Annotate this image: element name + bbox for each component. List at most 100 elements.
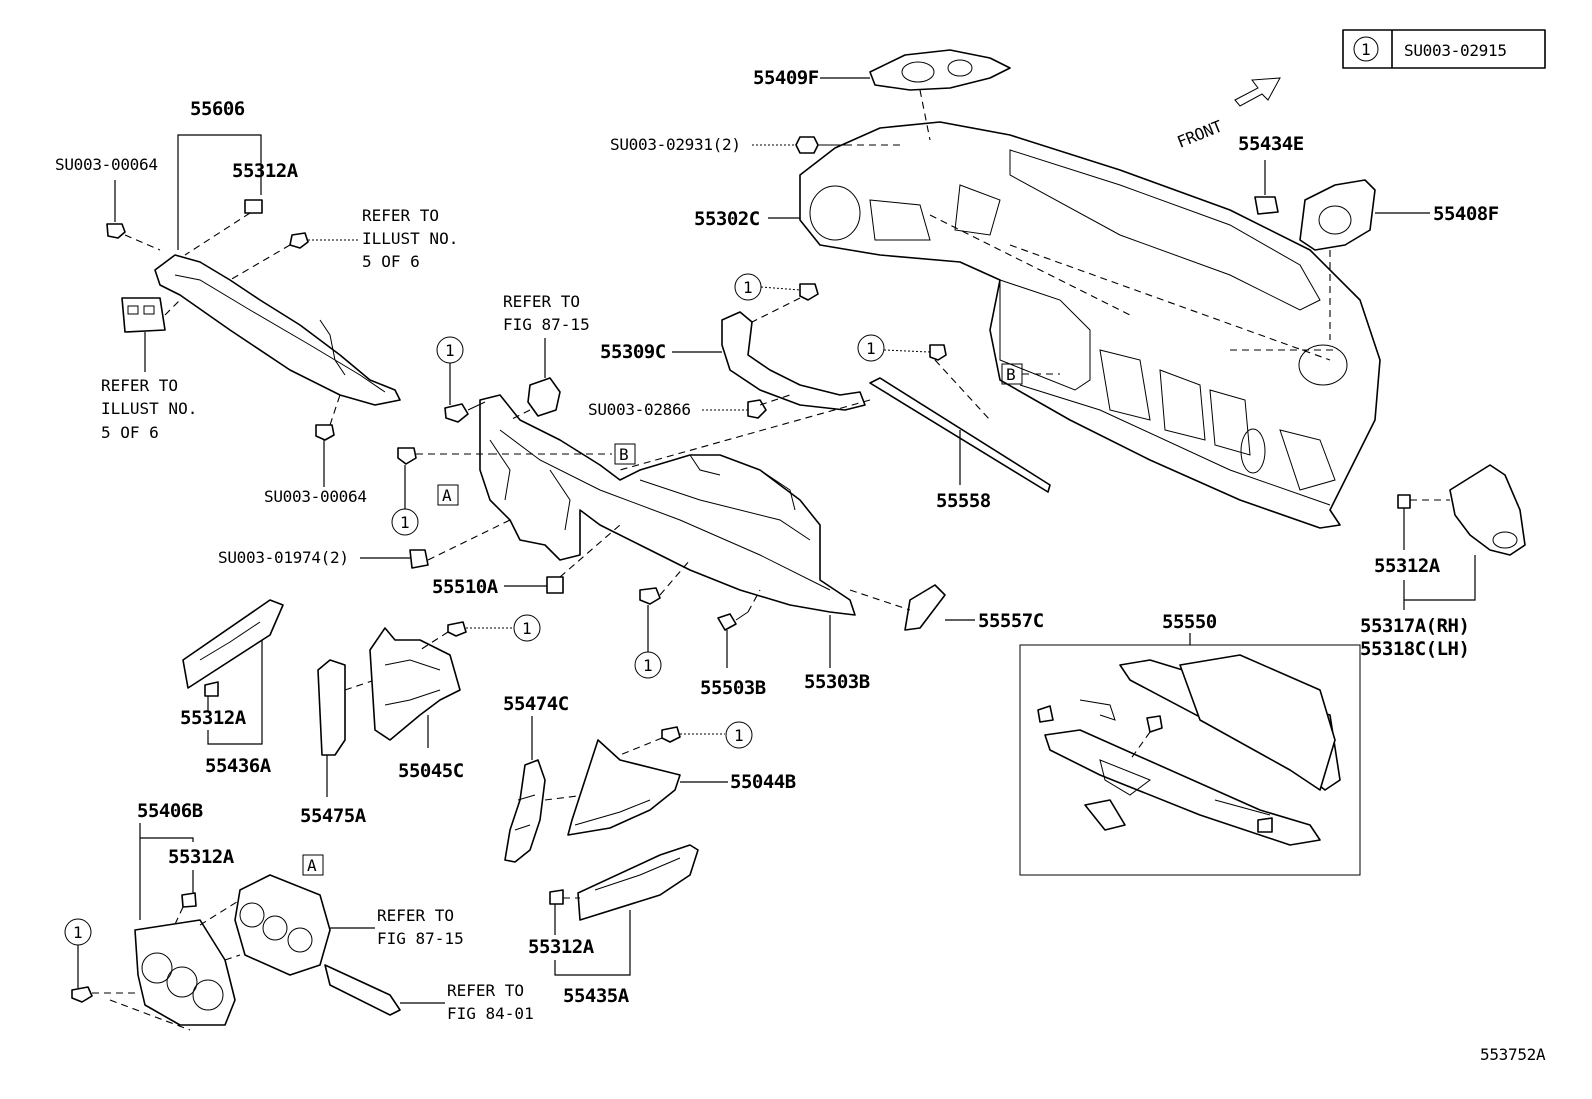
- part-55606: 55606 55312A SU003-00064 REFER TO ILLUST…: [55, 98, 458, 506]
- bolt-icon: [397, 447, 417, 465]
- label-su003-01974: SU003-01974(2): [218, 548, 349, 567]
- label-55302C: 55302C: [694, 208, 760, 230]
- refer-to-illust-left-2: ILLUST NO.: [101, 399, 197, 418]
- part-55409F: 55409F: [753, 49, 1011, 141]
- part-55510A: 55510A: [432, 524, 621, 598]
- refer-to-illust-left-1: REFER TO: [101, 376, 178, 395]
- circle-1-marker: 1: [391, 465, 419, 536]
- bolt-icon: [444, 403, 469, 423]
- circle-1-marker: 1: [513, 614, 541, 642]
- svg-text:1: 1: [445, 341, 454, 360]
- part-55503B: 55503B: [700, 589, 766, 699]
- refer-fig-84-01-1: REFER TO: [447, 981, 524, 1000]
- bolt-icon: [799, 283, 819, 301]
- svg-text:B: B: [619, 445, 628, 464]
- label-55475A: 55475A: [300, 805, 367, 827]
- svg-text:1: 1: [73, 923, 82, 942]
- label-55318C: 55318C(LH): [1360, 638, 1469, 660]
- refer-fig-87-15-bottom-1: REFER TO: [377, 906, 454, 925]
- label-55550: 55550: [1162, 611, 1217, 633]
- part-55044B: 55044B 1: [567, 721, 796, 836]
- label-55503B: 55503B: [700, 677, 766, 699]
- clip-icon: [244, 199, 263, 214]
- refer-fig-87-15-bottom-2: FIG 87-15: [377, 929, 464, 948]
- bolt-icon: [639, 587, 661, 605]
- circle-1-marker: 1: [436, 336, 464, 405]
- bolt-icon: [289, 232, 309, 249]
- bolt-icon: [315, 424, 335, 441]
- part-55557C: 55557C: [849, 584, 1044, 632]
- label-55317A: 55317A(RH): [1360, 615, 1469, 637]
- circle-1-marker: 1: [734, 273, 801, 301]
- label-55312A-bottom: 55312A: [528, 936, 595, 958]
- refer-to-illust-top-1: REFER TO: [362, 206, 439, 225]
- legend-code: SU003-02915: [1404, 41, 1507, 60]
- label-su003-02866: SU003-02866: [588, 400, 691, 419]
- box-A-marker: A: [302, 854, 324, 876]
- part-55303B: 55303B: [479, 394, 870, 693]
- circle-1-marker: 1: [857, 334, 931, 362]
- part-55435A: 55312A 55435A: [528, 844, 699, 1007]
- label-55434E: 55434E: [1238, 133, 1304, 155]
- svg-text:FIG 87-15: FIG 87-15: [503, 315, 590, 334]
- svg-text:1: 1: [522, 619, 531, 638]
- circle-1-marker: 1: [64, 918, 92, 988]
- bolt-su003-02931: SU003-02931(2): [610, 135, 900, 154]
- label-55406B: 55406B: [137, 800, 203, 822]
- bolt-icon: [929, 344, 947, 361]
- circle-1-marker: 1: [725, 721, 753, 749]
- label-su003-00064-top: SU003-00064: [55, 155, 158, 174]
- svg-text:B: B: [1006, 365, 1015, 384]
- label-55312A-rh: 55312A: [1374, 555, 1441, 577]
- bolt-icon: [447, 621, 467, 637]
- part-55309C: 55309C 1 SU003-02866: [588, 273, 866, 419]
- refer-to-illust-top-3: 5 OF 6: [362, 252, 420, 271]
- label-su003-00064-bottom: SU003-00064: [264, 487, 367, 506]
- label-55557C: 55557C: [978, 610, 1044, 632]
- front-label: FRONT: [1174, 116, 1225, 151]
- clip-icon: [409, 549, 429, 569]
- label-su003-02931: SU003-02931(2): [610, 135, 741, 154]
- part-55558: 1 55558: [619, 334, 1051, 512]
- label-55435A: 55435A: [563, 985, 630, 1007]
- part-55317A-55318C: 55312A 55317A(RH) 55318C(LH): [1360, 464, 1526, 660]
- svg-text:1: 1: [643, 656, 652, 675]
- refer-fig-87-15-top: REFER TO FIG 87-15: [503, 292, 590, 421]
- bolt-icon: [661, 726, 681, 743]
- box-B-marker: B: [614, 443, 636, 465]
- svg-text:1: 1: [866, 339, 875, 358]
- label-55408F: 55408F: [1433, 203, 1499, 225]
- svg-text:A: A: [307, 856, 317, 875]
- circle-1-marker: [1353, 36, 1379, 62]
- label-55436A: 55436A: [205, 755, 272, 777]
- part-55045C: 1 55045C: [369, 614, 541, 782]
- label-55044B: 55044B: [730, 771, 796, 793]
- circle-1-marker: 1: [634, 605, 662, 679]
- label-55312A-bezel: 55312A: [168, 846, 235, 868]
- label-55312A-top: 55312A: [232, 160, 299, 182]
- bolt-icon: [795, 136, 819, 154]
- label-55606: 55606: [190, 98, 245, 120]
- part-55406B: 55406B 55312A REFER TO FIG 87-15 A REFER…: [64, 800, 534, 1031]
- part-55475A: 55475A: [300, 659, 376, 827]
- figure-id: 553752A: [1480, 1045, 1546, 1064]
- label-55510A: 55510A: [432, 576, 499, 598]
- svg-text:1: 1: [400, 513, 409, 532]
- part-55436A: 55312A 55436A: [180, 599, 284, 777]
- nut-icon: [747, 399, 767, 419]
- refer-fig-84-01-2: FIG 84-01: [447, 1004, 534, 1023]
- legend-box: 1 SU003-02915: [1342, 29, 1546, 69]
- box-A-marker: A: [437, 484, 459, 506]
- bolt-icon: [1146, 715, 1163, 733]
- part-55550: 55550: [1019, 611, 1361, 876]
- label-55309C: 55309C: [600, 341, 666, 363]
- legend-circle-text: 1: [1361, 40, 1370, 59]
- label-55045C: 55045C: [398, 760, 464, 782]
- part-55474C: 55474C: [503, 693, 586, 863]
- label-55303B: 55303B: [804, 671, 870, 693]
- svg-text:1: 1: [734, 726, 743, 745]
- svg-text:REFER TO: REFER TO: [503, 292, 580, 311]
- label-55558: 55558: [936, 490, 991, 512]
- refer-to-illust-left-3: 5 OF 6: [101, 423, 159, 442]
